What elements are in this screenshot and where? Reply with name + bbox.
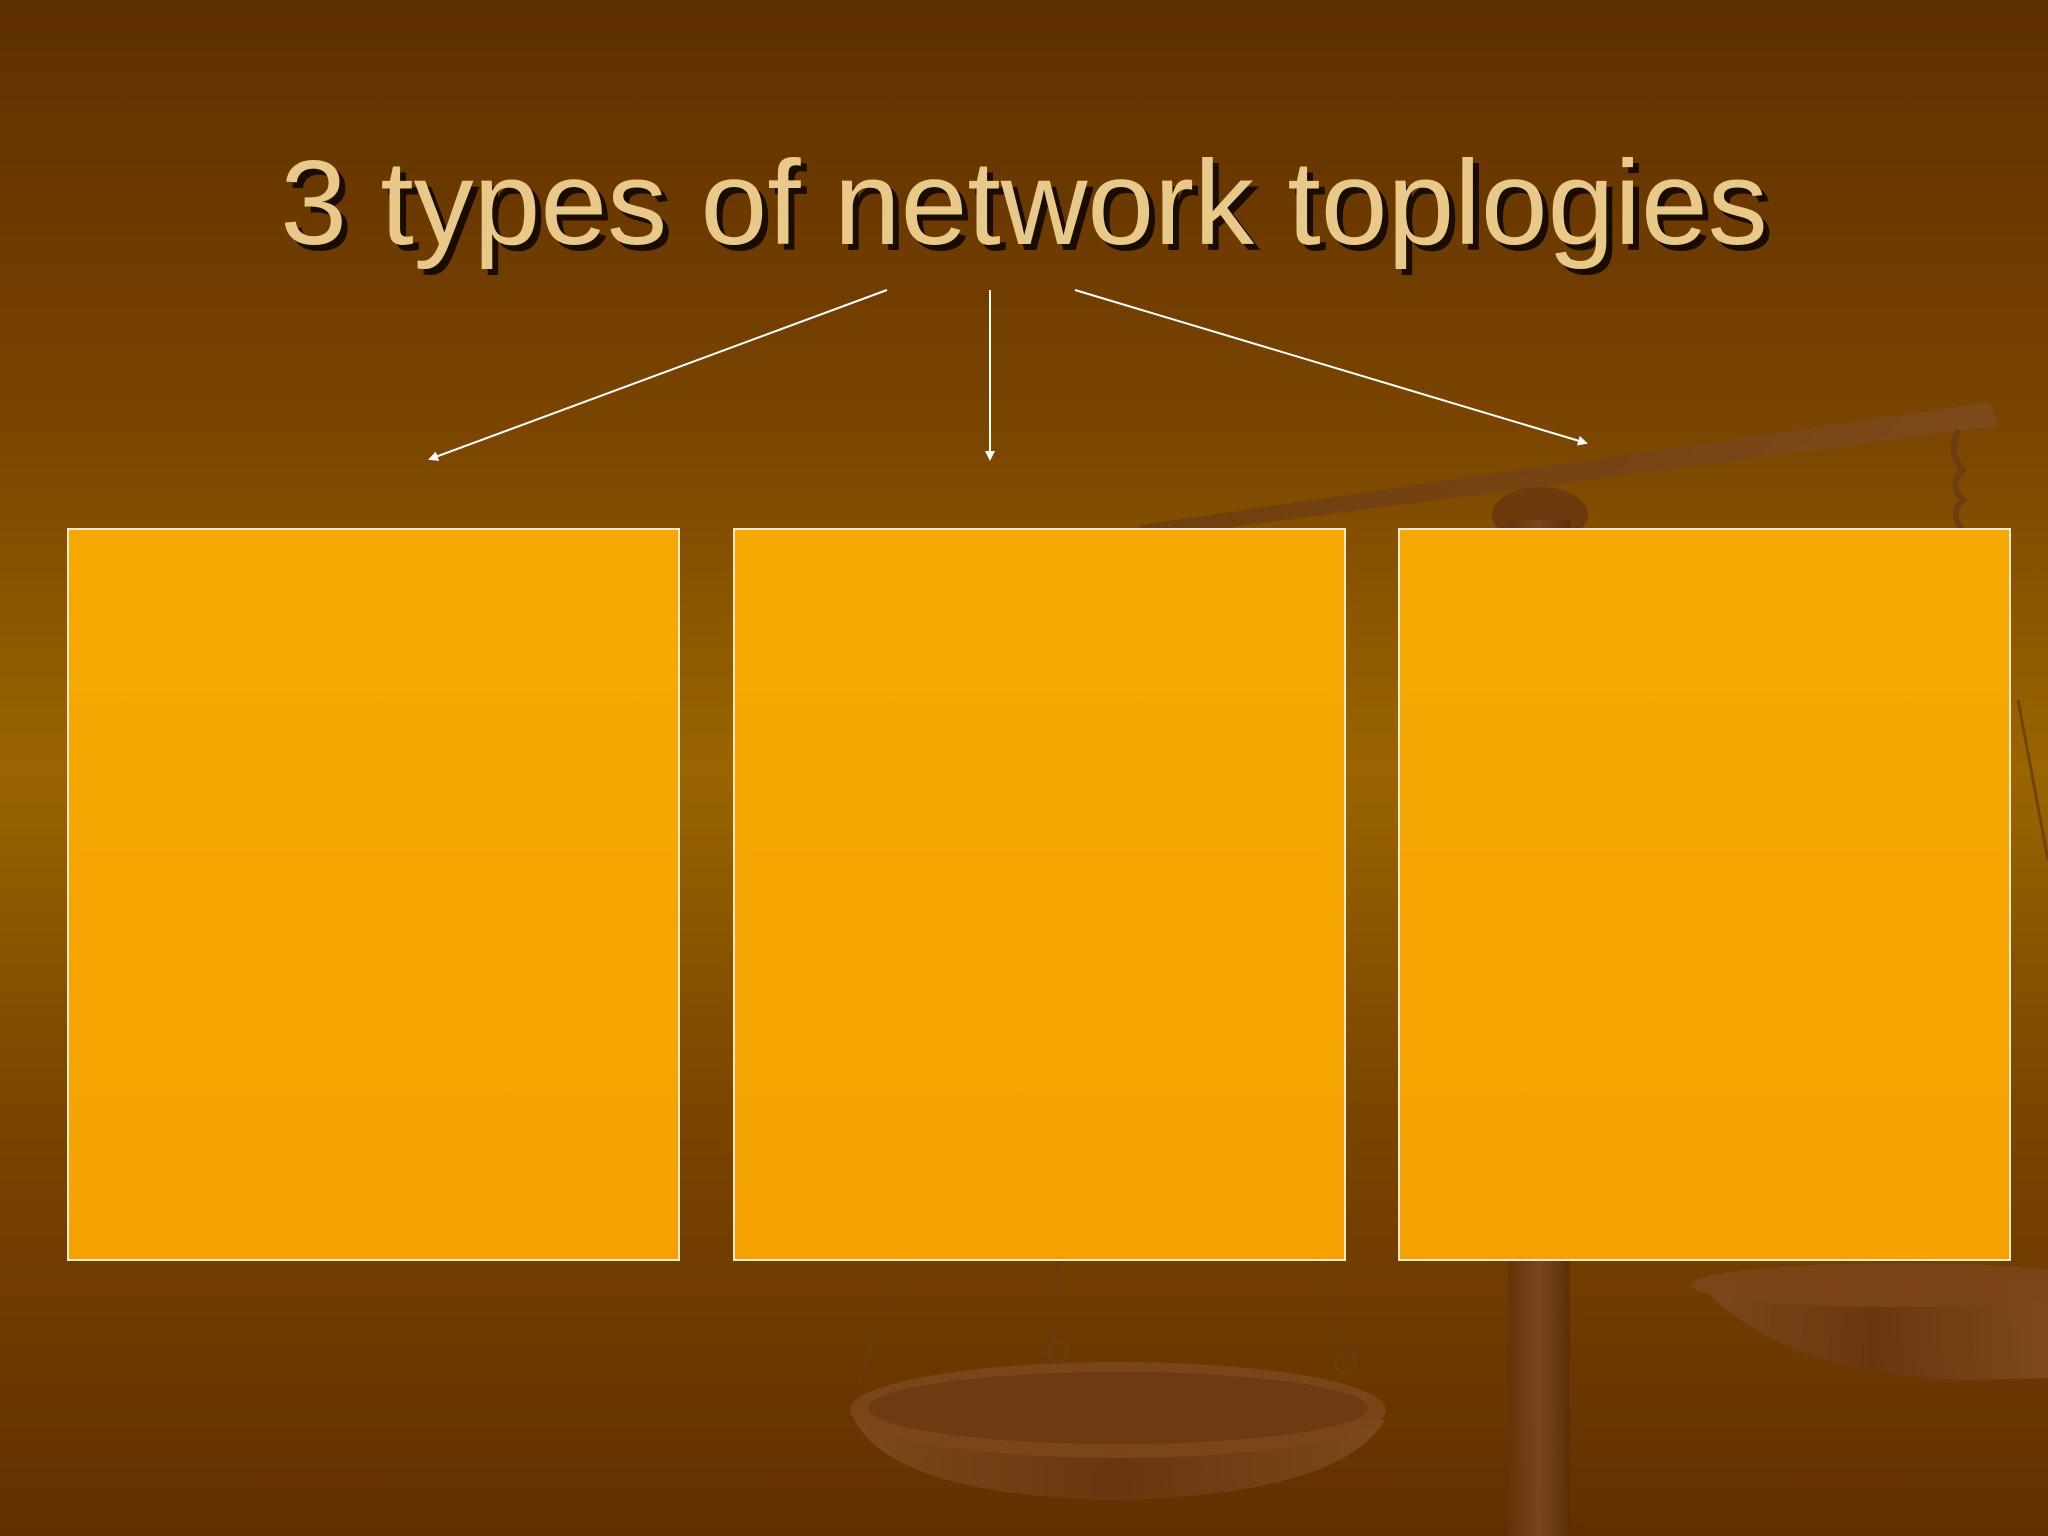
topology-box-2	[733, 528, 1346, 1261]
topology-box-3	[1398, 528, 2011, 1261]
slide-title: 3 types of network toplogies	[280, 136, 1768, 270]
topology-box-1	[67, 528, 680, 1261]
